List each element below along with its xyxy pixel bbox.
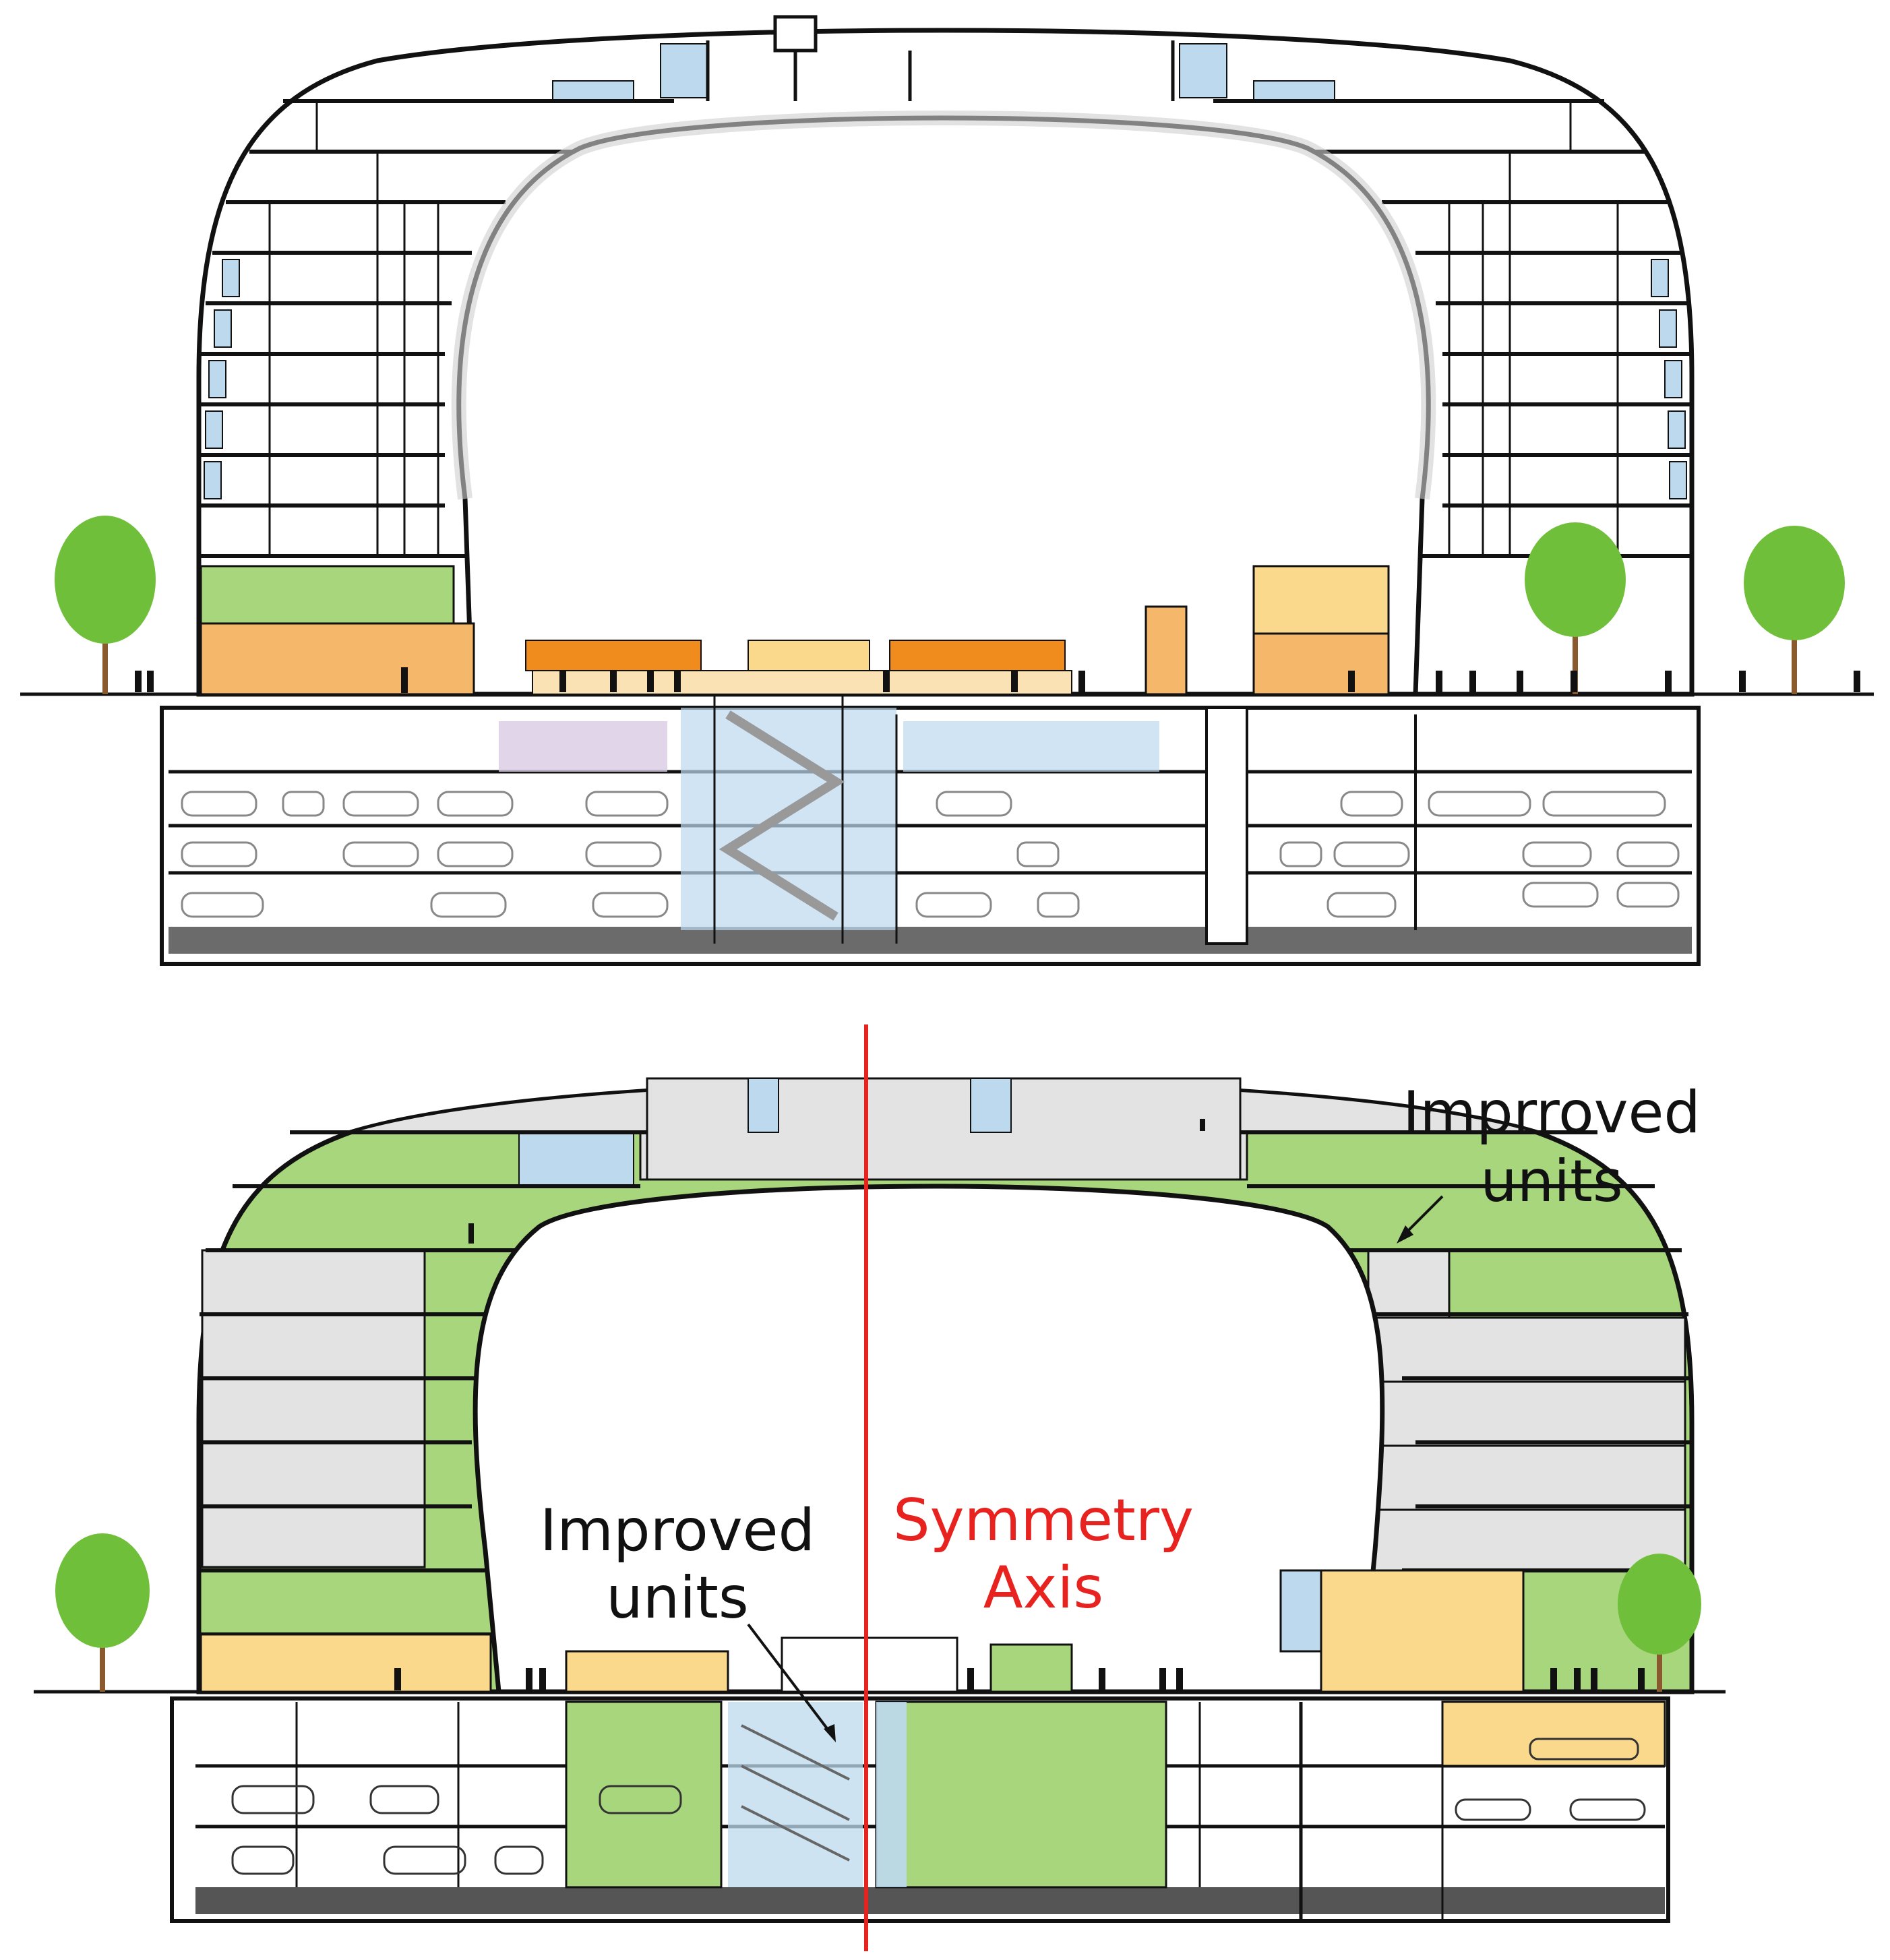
top-right-arrow-head (1397, 1225, 1413, 1244)
bottom-floor-lines (199, 1130, 1692, 1636)
tree-icon (55, 1533, 150, 1692)
tree-icon (1618, 1554, 1701, 1692)
bottom-escalator (741, 1724, 850, 1862)
center-label-line2: units (606, 1564, 748, 1632)
bottom-market-stall-glass (781, 1636, 958, 1693)
bottom-glass-roof-1 (748, 1078, 779, 1133)
center-label-line1: Improved (540, 1497, 815, 1564)
tree-icon (55, 516, 156, 694)
improved-section (34, 1077, 1726, 1923)
top-orange-shop-right (1252, 632, 1390, 696)
bottom-grey-units-left (201, 1249, 426, 1568)
top-yellow-shop-right (1252, 565, 1390, 635)
top-market-stalls (525, 640, 1072, 695)
tree-icon (1525, 522, 1626, 694)
original-section (20, 15, 1874, 966)
center-arrow-head (824, 1724, 836, 1742)
top-green-shop-left (200, 565, 455, 625)
top-arch-inner-lining (451, 111, 1436, 500)
top-people (135, 667, 1860, 693)
bottom-glass-roof-3 (518, 1132, 634, 1187)
axis-label-line1: Symmetry (893, 1487, 1194, 1554)
top-right-label-line1: Imprroved (1403, 1079, 1701, 1146)
bottom-market-stall-green (989, 1643, 1073, 1693)
top-windows (204, 43, 1687, 499)
bottom-glass-shop-right (1279, 1569, 1322, 1653)
bottom-market-stall-yellow (565, 1650, 729, 1693)
bottom-cars (231, 1738, 1646, 1875)
bottom-glass-roof-2 (970, 1078, 1012, 1133)
bottom-people (394, 1119, 1645, 1690)
top-cars (181, 791, 1680, 918)
top-partitions-left (268, 101, 439, 556)
top-roof-block (706, 15, 1175, 101)
bottom-yellow-shop-right (1320, 1569, 1525, 1693)
tree-icon (1744, 526, 1845, 694)
bottom-yellow-shop-left (200, 1633, 492, 1693)
top-partitions-right (1448, 101, 1619, 556)
top-basement (160, 694, 1701, 966)
top-right-label-line2: units (1480, 1148, 1622, 1215)
bottom-arch-inner (472, 1184, 1385, 1694)
center-label-arrow (747, 1623, 834, 1737)
bottom-roof-upper (646, 1077, 1242, 1181)
top-orange-shop-left (200, 622, 475, 696)
top-orange-shop-right-2 (1145, 605, 1188, 696)
axis-label-line2: Axis (983, 1554, 1103, 1622)
bottom-basement (170, 1696, 1670, 1923)
